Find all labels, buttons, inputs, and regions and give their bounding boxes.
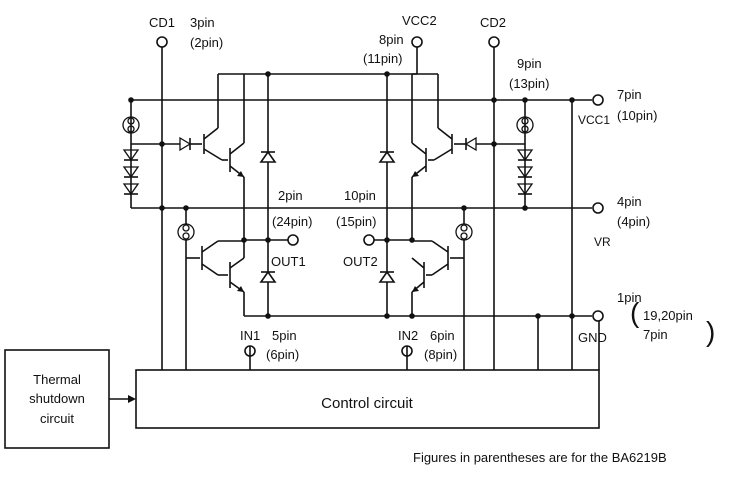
control-circuit-block <box>135 369 600 429</box>
pin3-alt-label: (2pin) <box>190 35 223 50</box>
pin7-label: 7pin <box>617 87 642 102</box>
paren-close: ) <box>706 316 715 347</box>
control-circuit-label: Control circuit <box>321 395 414 412</box>
pin10-label: 10pin <box>344 188 376 203</box>
pin8-alt-label: (11pin) <box>363 51 403 66</box>
pin5-label: 5pin <box>272 328 297 343</box>
right-lower-transistor-pair <box>411 208 473 316</box>
left-lower-transistor-pair <box>177 208 245 316</box>
pin4-terminal <box>592 202 604 214</box>
vcc1-label: VCC1 <box>578 113 610 127</box>
thermal-shutdown-block <box>4 349 110 449</box>
pin7-terminal <box>592 94 604 106</box>
in1-label: IN1 <box>240 328 260 343</box>
vcc2-label: VCC2 <box>402 13 437 28</box>
cd1-terminal <box>156 36 168 48</box>
thermal-label-line1: Thermal <box>33 372 81 387</box>
vr-label: VR <box>594 235 611 249</box>
out1-label: OUT1 <box>271 254 306 269</box>
pin7-alt-label: (10pin) <box>617 108 657 123</box>
out1-terminal <box>287 234 299 246</box>
pin4-alt-label: (4pin) <box>617 214 650 229</box>
pin9-label: 9pin <box>517 56 542 71</box>
out2-label: OUT2 <box>343 254 378 269</box>
arrow-icon <box>128 395 136 403</box>
junction-dots <box>128 71 575 319</box>
left-diode-stack <box>122 100 162 208</box>
paren-open: ( <box>630 297 640 328</box>
pin9-alt-label: (13pin) <box>509 76 549 91</box>
pin2-label: 2pin <box>278 188 303 203</box>
pin2-alt-label: (24pin) <box>272 214 312 229</box>
pin5-alt-label: (6pin) <box>266 347 299 362</box>
thermal-label-line3: circuit <box>40 411 74 426</box>
pin4-label: 4pin <box>617 194 642 209</box>
footnote: Figures in parentheses are for the BA621… <box>413 450 667 465</box>
right-diode-stack <box>494 100 534 208</box>
pin1-alt-b-label: 7pin <box>643 327 668 342</box>
in2-label: IN2 <box>398 328 418 343</box>
pin6-alt-label: (8pin) <box>424 347 457 362</box>
pin-terminals <box>156 36 604 357</box>
right-upper-transistor-pair <box>411 73 494 240</box>
pin6-label: 6pin <box>430 328 455 343</box>
cd2-terminal <box>488 36 500 48</box>
cd2-label: CD2 <box>480 15 506 30</box>
pin3-label: 3pin <box>190 15 215 30</box>
vcc2-terminal <box>411 36 423 48</box>
out2-terminal <box>363 234 375 246</box>
gnd-label: GND <box>578 330 607 345</box>
pin1-label: 1pin <box>617 290 642 305</box>
right-diodes <box>374 74 412 316</box>
pin10-alt-label: (15pin) <box>336 214 376 229</box>
cd1-label: CD1 <box>149 15 175 30</box>
pin1-alt-a-label: 19,20pin <box>643 308 693 323</box>
thermal-label-line2: shutdown <box>29 391 85 406</box>
left-upper-transistor-pair <box>162 74 245 240</box>
pin1-terminal <box>592 310 604 322</box>
pin8-label: 8pin <box>379 32 404 47</box>
